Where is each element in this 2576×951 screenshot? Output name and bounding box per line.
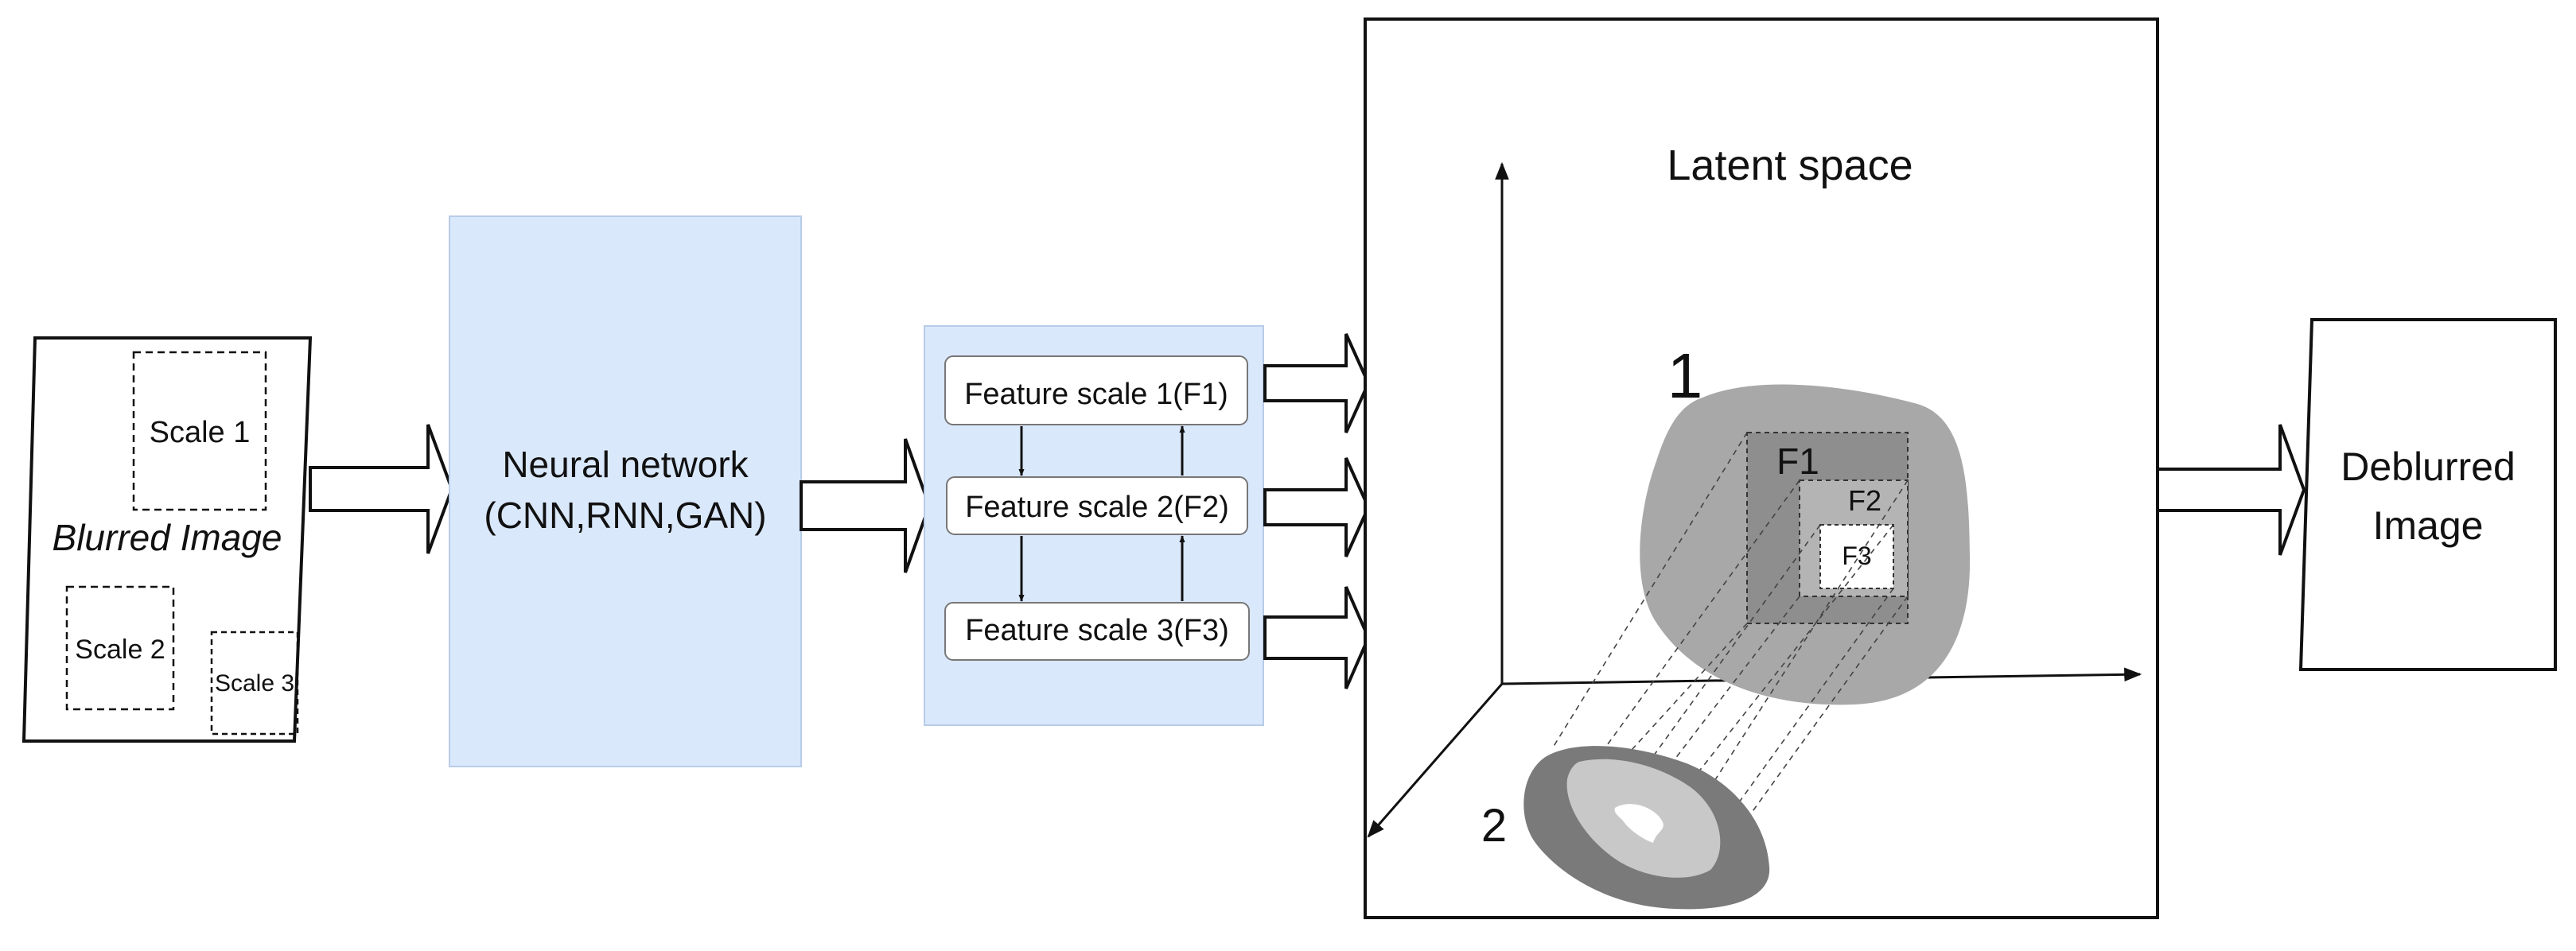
arrow-f1-to-latent — [1263, 333, 1371, 433]
arrow-latent-to-output — [2156, 424, 2306, 556]
latent-region-2-core — [1614, 804, 1664, 843]
feature-scale-2-label: Feature scale 2(F2) — [965, 491, 1229, 524]
scale-3-label: Scale 3 — [215, 670, 294, 697]
f3-label: F3 — [1842, 541, 1871, 570]
f1-label: F1 — [1776, 441, 1819, 482]
feature-scale-2-box — [946, 476, 1248, 535]
feature-scale-1-box — [944, 355, 1248, 425]
feature-scale-1-label: Feature scale 1(F1) — [964, 378, 1228, 411]
deblurred-image-box: Deblurred Image — [2298, 318, 2557, 671]
scale-3-box — [210, 631, 299, 736]
scale-2-box — [65, 585, 175, 711]
arrow-network-to-features — [800, 438, 932, 573]
network-types-label: (CNN,RNN,GAN) — [484, 495, 766, 536]
region-2-label: 2 — [1481, 800, 1507, 852]
latent-space-title: Latent space — [1667, 142, 1913, 189]
latent-space-panel: Latent space 1 F1 F2 F3 2 — [1364, 17, 2159, 919]
feature-scales-panel: Feature scale 1(F1) Feature scale 2(F2) … — [924, 325, 1264, 726]
image-label: Image — [2373, 503, 2484, 548]
feature-scale-3-box — [944, 602, 1250, 661]
feature-scale-3-label: Feature scale 3(F3) — [965, 614, 1229, 647]
neural-network-label: Neural network — [502, 444, 749, 485]
deblurred-label: Deblurred — [2341, 444, 2516, 489]
arrow-input-to-network — [309, 424, 454, 554]
f3-square — [1819, 524, 1894, 589]
arrow-f2-to-latent — [1263, 457, 1371, 557]
scale-1-box — [132, 351, 267, 511]
blurred-image-label: Blurred Image — [53, 517, 282, 558]
f2-label: F2 — [1848, 484, 1881, 517]
scale-1-label: Scale 1 — [150, 416, 251, 449]
scale-2-label: Scale 2 — [75, 635, 165, 665]
blurred-image-box: Scale 1 Blurred Image Scale 2 Scale 3 — [21, 336, 313, 743]
region-1-label: 1 — [1667, 340, 1703, 411]
arrow-f3-to-latent — [1263, 586, 1371, 689]
neural-network-box: Neural network (CNN,RNN,GAN) — [449, 215, 802, 767]
z-axis — [1367, 683, 1504, 838]
